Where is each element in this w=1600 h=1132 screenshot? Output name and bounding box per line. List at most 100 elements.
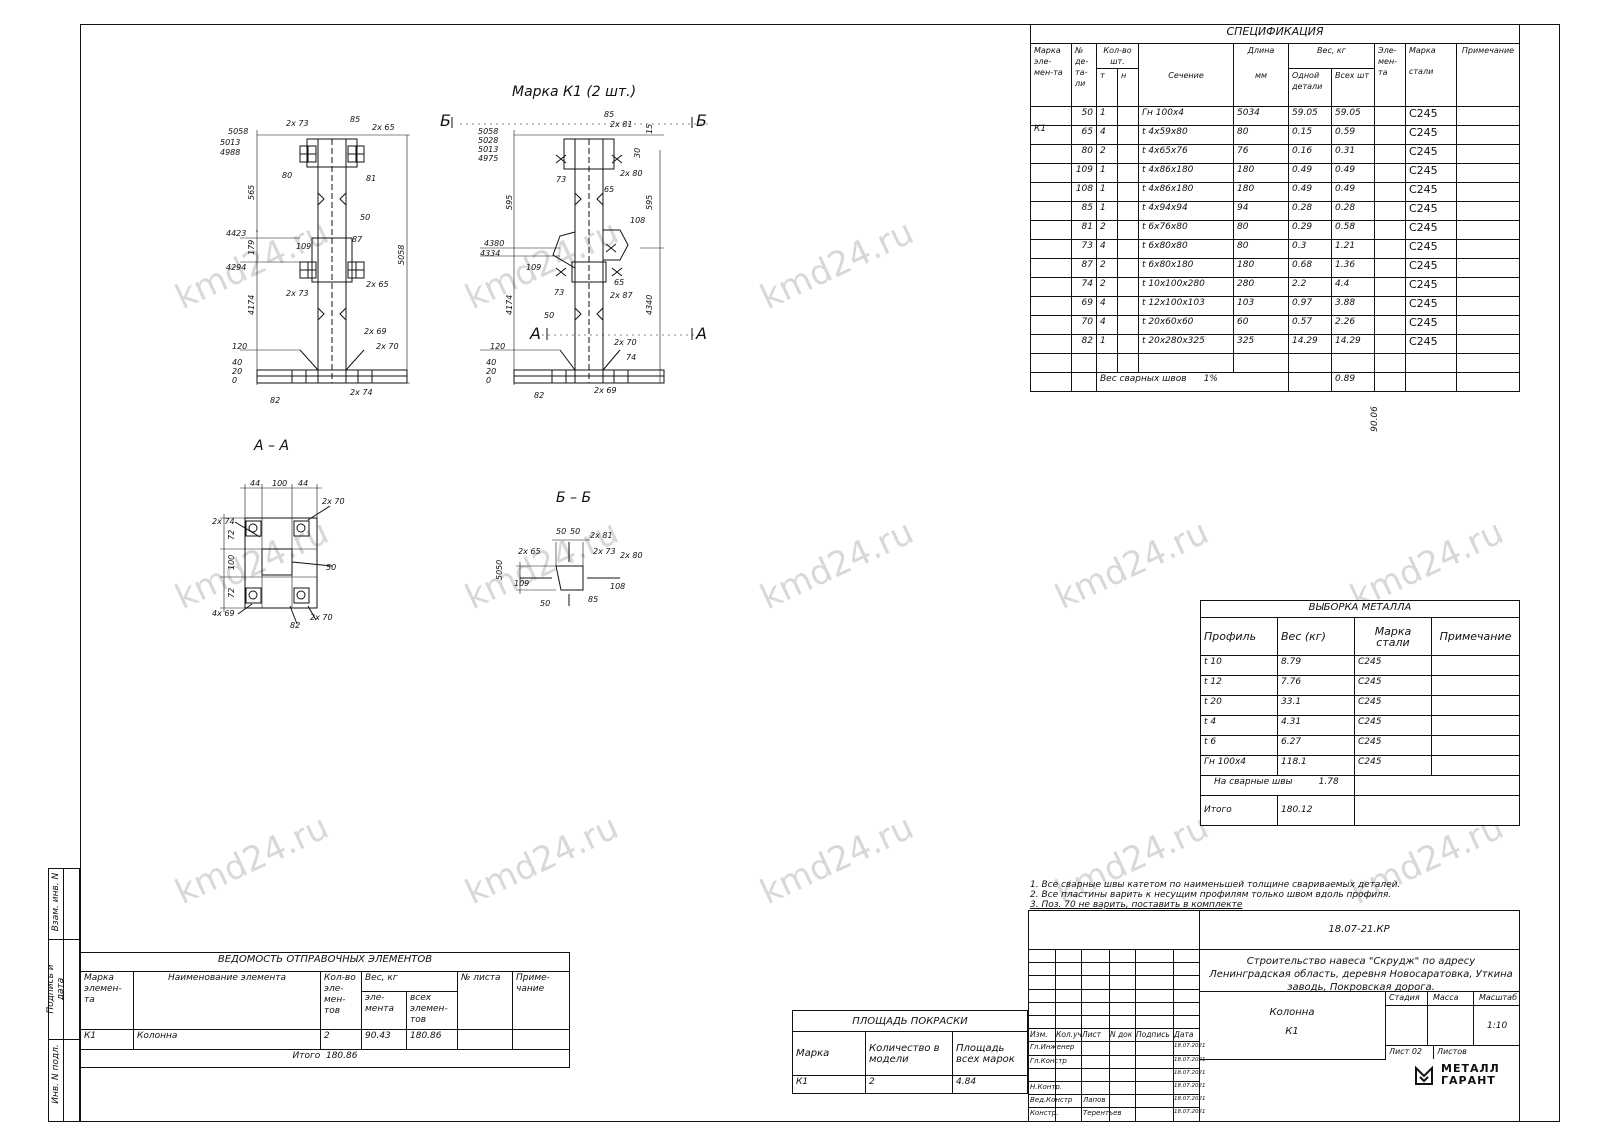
ship-h-mark: Марка элемен-та <box>80 971 134 1030</box>
spec-cell: С245 <box>1405 220 1457 240</box>
spec-h-note: Примечание <box>1456 43 1520 107</box>
stamp-date: 18.07.2021 <box>1174 1069 1206 1076</box>
callout: 2х 73 <box>286 289 309 298</box>
note-line: 1. Все сварные швы катетом по наименьшей… <box>1030 880 1401 890</box>
callout: 2х 70 <box>376 342 399 351</box>
metal-cell: С245 <box>1354 675 1432 696</box>
spec-cell: 59.05 <box>1288 106 1332 126</box>
dim-label: 44 <box>298 479 308 488</box>
note-line: 2. Все пластины варить к несущим профиля… <box>1030 890 1392 900</box>
dim-label: 179 <box>247 240 256 255</box>
spec-empty <box>1117 106 1139 126</box>
cut-letter: Б <box>440 111 451 130</box>
stamp-date: 18.07.2021 <box>1174 1056 1206 1063</box>
cut-letter: А <box>529 324 541 343</box>
ship-total-label: Итого <box>292 1051 321 1061</box>
ship-h-sheet: № листа <box>457 971 513 1030</box>
spec-empty <box>1117 277 1139 297</box>
spec-cell: С245 <box>1405 144 1457 164</box>
spec-cell: 4 <box>1096 296 1118 316</box>
spec-h-weight: Вес, кг <box>1288 43 1375 69</box>
spec-empty <box>1456 372 1520 392</box>
metal-cell: 33.1 <box>1277 695 1355 716</box>
spec-h-section: Сечение <box>1138 43 1234 107</box>
ship-cell <box>512 1029 570 1050</box>
callout: 82 <box>290 621 300 630</box>
spec-cell: 0.28 <box>1331 201 1375 221</box>
spec-empty <box>1374 239 1406 259</box>
spec-cell: 0.68 <box>1288 258 1332 278</box>
spec-empty <box>1374 372 1406 392</box>
metal-cell: 4.31 <box>1277 715 1355 736</box>
spec-cell: С245 <box>1405 239 1457 259</box>
spec-empty <box>1030 144 1072 164</box>
dim-label: 50 <box>495 560 504 570</box>
spec-cell: 2 <box>1096 220 1118 240</box>
metal-cell: t 20 <box>1200 695 1278 716</box>
spec-cell: 180 <box>1233 182 1289 202</box>
spec-cell: t 6х80х80 <box>1138 239 1234 259</box>
right-elevation <box>451 117 710 385</box>
spec-cell: 14.29 <box>1331 334 1375 354</box>
spec-cell: t 4х94х94 <box>1138 201 1234 221</box>
metal-h-note: Примечание <box>1431 617 1520 656</box>
callout: 73 <box>554 288 564 297</box>
metal-h-steel: Марка стали <box>1354 617 1432 656</box>
spec-cell: 109 <box>1071 163 1097 183</box>
spec-empty <box>1233 353 1289 373</box>
note-line: 3. Поз. 70 не варить, поставить в компле… <box>1030 900 1243 910</box>
spec-cell: 103 <box>1233 296 1289 316</box>
dim-label: 4174 <box>247 295 256 315</box>
paint-h-area: Площадь всех марок <box>952 1031 1028 1076</box>
dim-label: 5058 <box>397 245 406 265</box>
spec-empty <box>1030 315 1072 335</box>
callout: 50 <box>544 311 554 320</box>
callout: 65 <box>614 278 624 287</box>
metal-empty <box>1354 795 1520 826</box>
spec-empty <box>1405 372 1457 392</box>
metal-cell: 8.79 <box>1277 655 1355 676</box>
spec-cell: С245 <box>1405 277 1457 297</box>
spec-cell: 0.3 <box>1288 239 1332 259</box>
spec-empty <box>1456 220 1520 240</box>
spec-cell: 0.49 <box>1288 163 1332 183</box>
callout: 2х 69 <box>364 327 387 336</box>
spec-empty <box>1331 353 1375 373</box>
cut-letter: Б <box>696 111 707 130</box>
spec-empty <box>1117 334 1139 354</box>
metal-cell: t 12 <box>1200 675 1278 696</box>
callout: 85 <box>604 110 614 119</box>
spec-cell: 1 <box>1096 106 1118 126</box>
ship-title: ВЕДОМОСТЬ ОТПРАВОЧНЫХ ЭЛЕМЕНТОВ <box>80 952 570 972</box>
spec-empty <box>1374 144 1406 164</box>
spec-cell: 1 <box>1096 182 1118 202</box>
logo-line: МЕТАЛЛ <box>1441 1062 1500 1075</box>
spec-empty <box>1456 144 1520 164</box>
metal-weld-value: 1.78 <box>1318 777 1339 787</box>
spec-empty <box>1071 372 1097 392</box>
metal-cell: 7.76 <box>1277 675 1355 696</box>
ship-cell: 2 <box>320 1029 362 1050</box>
spec-cell: 74 <box>1071 277 1097 297</box>
callout: 50 <box>326 563 336 572</box>
spec-cell: 80 <box>1071 144 1097 164</box>
dim-label: 20 <box>486 367 496 376</box>
spec-h-all: Всех шт <box>1331 68 1375 107</box>
side-label: Инв. N подл. <box>51 1044 61 1104</box>
spec-cell: С245 <box>1405 125 1457 145</box>
dim-label: 595 <box>645 195 654 210</box>
dim-label: 44 <box>250 479 260 488</box>
spec-empty <box>1456 258 1520 278</box>
metal-empty <box>1354 775 1520 796</box>
spec-cell: 1.36 <box>1331 258 1375 278</box>
spec-h-one: Одной детали <box>1288 68 1332 107</box>
callout: 2х 65 <box>372 123 395 132</box>
